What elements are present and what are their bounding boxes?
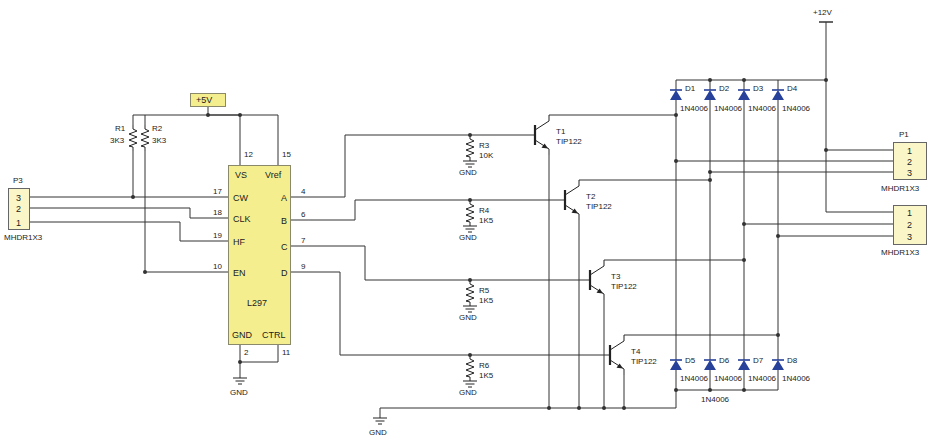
part-label: 1N4006 [781,374,811,383]
part-label: 7 [300,236,306,245]
part-label: 1N4006 [679,104,709,113]
part-label: TIP122 [630,357,658,366]
pin-name: GND [232,330,252,340]
pin-number: 2 [907,220,912,230]
part-label: MHDR1X3 [3,233,43,242]
part-label: 4 [300,187,306,196]
part-label: P3 [12,176,24,185]
connector-header: 123 [893,142,927,180]
part-label: D8 [786,356,798,365]
part-label: D1 [684,84,696,93]
pin-name: EN [233,268,246,278]
part-label: 1N4006 [747,374,777,383]
resistor-symbol [129,125,474,381]
diode-symbol [670,90,784,370]
part-label: D6 [718,356,730,365]
part-label: 12 [243,150,254,159]
part-label: TIP122 [555,137,583,146]
part-label: 1K5 [478,296,494,305]
ic-chip: VS VrefCW CLK HF EN A B C D GND CTRL L297 [228,165,291,345]
pin-name: L297 [247,298,267,308]
part-label: MHDR1X3 [880,248,920,257]
part-label: 3K3 [151,136,167,145]
part-label: 1N4006 [700,395,730,404]
pin-name: D [281,268,288,278]
part-label: 17 [212,187,223,196]
part-label: T3 [610,272,621,281]
part-label: D7 [752,356,764,365]
connector-header: 1 2 3 [893,205,927,245]
pin-name: CTRL [262,330,286,340]
part-label: D3 [752,84,764,93]
pin-name: C [281,242,288,252]
part-label: T4 [630,347,641,356]
part-label: 1N4006 [713,374,743,383]
part-label: R5 [478,286,490,295]
signal-wire [30,222,228,241]
pin-name: CW [233,193,248,203]
power-label: +5V [196,95,212,105]
pin-number: 3 [16,193,21,203]
pin-name: B [281,216,287,226]
pin-number: 3 [907,168,912,178]
part-label: T1 [555,127,566,136]
part-label: 2 [243,348,249,357]
part-label: 10 [212,262,223,271]
part-label: R6 [478,361,490,370]
part-label: 9 [300,262,306,271]
connector-header: 32 1 [8,188,30,230]
signal-wire [30,208,228,218]
signal-wire [30,197,228,198]
part-label: TIP122 [585,202,613,211]
pin-number: 2 [16,204,21,214]
part-label: MHDR1X3 [880,184,920,193]
part-label: T2 [585,192,596,201]
pin-number: 1 [907,208,912,218]
pin-name: A [281,193,287,203]
part-label: R4 [478,206,490,215]
signal-wire [208,107,240,165]
part-label: 1K5 [478,371,494,380]
part-label: 11 [281,348,291,357]
part-label: R3 [478,141,490,150]
part-label: 1N4006 [679,374,709,383]
transistor-symbol [535,115,624,375]
part-label: R1 [114,124,126,133]
part-label: GND [368,428,388,437]
pin-name: VS [235,170,247,180]
pin-number: 1 [16,218,21,228]
wire-net [133,22,893,418]
part-label: P1 [898,130,910,139]
pin-name: HF [233,237,245,247]
part-label: GND [458,168,478,177]
part-label: D2 [718,84,730,93]
part-label: 15 [281,150,292,159]
part-label: 18 [212,208,223,217]
part-label: 3K3 [109,136,125,145]
pin-number: 3 [907,232,912,242]
part-label: TIP122 [610,282,638,291]
pin-name: Vref [265,170,281,180]
part-label: 1N4006 [781,104,811,113]
part-label: GND [458,313,478,322]
part-label: GND [458,233,478,242]
part-label: GND [458,388,478,397]
pin-number: 2 [907,157,912,167]
part-label: 19 [212,231,223,240]
part-label: 6 [300,210,306,219]
part-label: 1N4006 [713,104,743,113]
junction-dot [131,78,828,410]
part-label: 10K [478,151,494,160]
power-flag: +5V [190,93,226,107]
part-label: 1K5 [478,216,494,225]
part-label: +12V [812,8,833,17]
part-label: R2 [151,124,163,133]
part-label: D4 [786,84,798,93]
pin-name: CLK [233,214,251,224]
part-label: 1N4006 [747,104,777,113]
part-label: GND [229,388,249,397]
part-label: D5 [684,356,696,365]
pin-number: 1 [907,146,912,156]
